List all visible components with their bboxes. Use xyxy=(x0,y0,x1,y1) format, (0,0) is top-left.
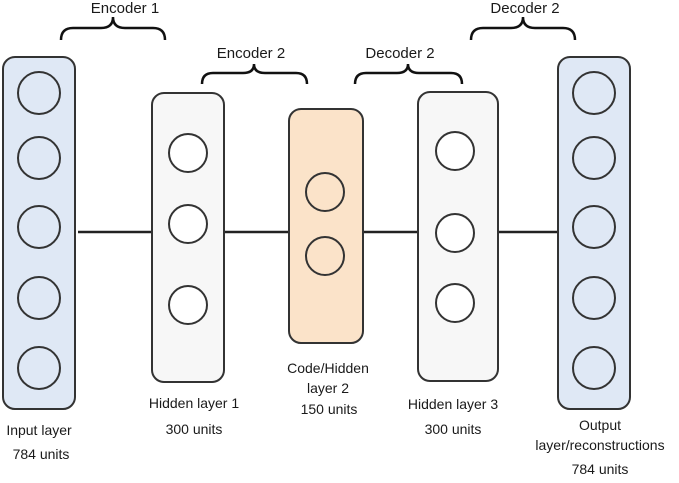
neuron-node xyxy=(572,71,616,115)
neuron-node xyxy=(435,131,475,171)
layer-code xyxy=(288,108,364,344)
neuron-node xyxy=(572,276,616,320)
units-label-input: 784 units xyxy=(13,446,70,462)
neuron-node xyxy=(168,133,208,173)
units-label-hidden1: 300 units xyxy=(166,421,223,437)
neuron-node xyxy=(168,204,208,244)
units-label-hidden3: 300 units xyxy=(425,421,482,437)
brace-encoder1 xyxy=(59,16,167,41)
brace-encoder2 xyxy=(200,63,309,85)
neuron-node xyxy=(305,172,345,212)
layer-hidden1 xyxy=(151,92,225,383)
layer-label-code-line2: layer 2 xyxy=(307,380,349,396)
neuron-node xyxy=(572,346,616,390)
brace-label-decoder2-outer: Decoder 2 xyxy=(490,0,559,17)
layer-box xyxy=(288,108,364,344)
neuron-node xyxy=(168,285,208,325)
brace-decoder2-outer xyxy=(469,16,577,41)
brace-decoder2-inner xyxy=(353,63,464,85)
layer-label-hidden1: Hidden layer 1 xyxy=(149,395,239,411)
brace-label-encoder1: Encoder 1 xyxy=(91,0,159,17)
layer-label-output-line1: Output xyxy=(579,417,621,433)
layer-input xyxy=(2,56,76,410)
neuron-node xyxy=(17,205,61,249)
units-label-code: 150 units xyxy=(301,401,358,417)
neuron-node xyxy=(17,136,61,180)
layer-output xyxy=(557,56,631,410)
layer-label-hidden3: Hidden layer 3 xyxy=(408,396,498,412)
layer-label-input: Input layer xyxy=(6,422,72,438)
neuron-node xyxy=(305,236,345,276)
layer-hidden3 xyxy=(417,91,499,382)
neuron-node xyxy=(17,71,61,115)
brace-label-decoder2-inner: Decoder 2 xyxy=(365,45,434,62)
neuron-node xyxy=(17,276,61,320)
layer-label-code-line1: Code/Hidden xyxy=(287,360,369,376)
layer-label-output-line2: layer/reconstructions xyxy=(535,437,664,453)
neuron-node xyxy=(572,205,616,249)
brace-label-encoder2: Encoder 2 xyxy=(217,45,285,62)
neuron-node xyxy=(572,136,616,180)
units-label-output: 784 units xyxy=(572,461,629,477)
neuron-node xyxy=(435,213,475,253)
neuron-node xyxy=(435,283,475,323)
neuron-node xyxy=(17,346,61,390)
